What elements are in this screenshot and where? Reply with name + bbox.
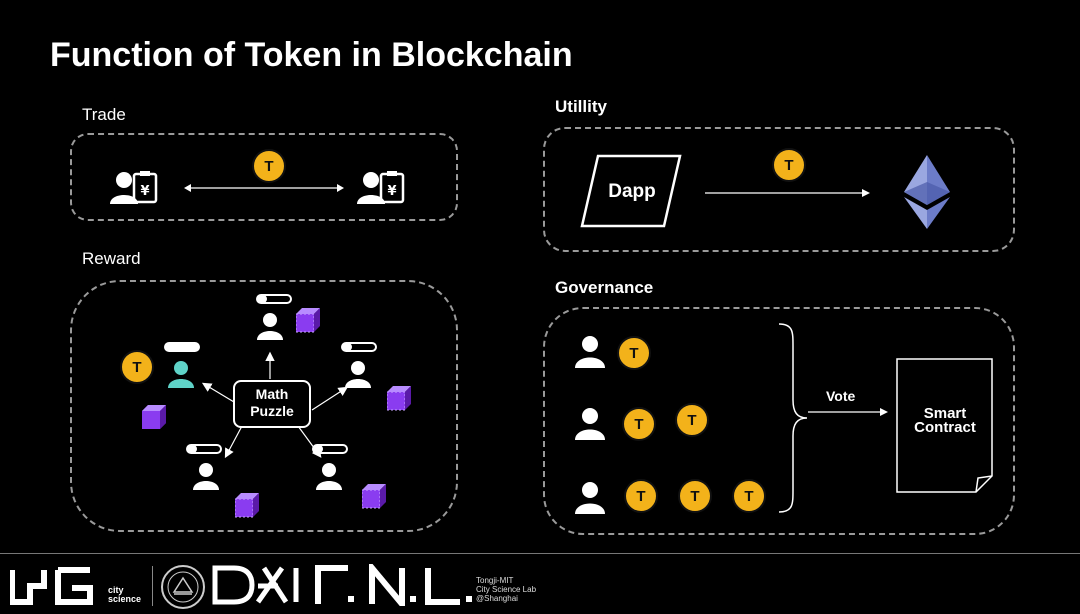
vote-label: Vote bbox=[826, 388, 856, 404]
math-puzzle-box: Math Puzzle bbox=[233, 380, 311, 428]
block-cube-icon bbox=[142, 405, 166, 429]
vote-token-icon: T bbox=[622, 407, 656, 441]
fnl-logo bbox=[315, 564, 472, 606]
governance-label: Governance bbox=[555, 278, 654, 297]
ethereum-icon bbox=[904, 155, 950, 229]
vote-token-icon: T bbox=[624, 479, 658, 513]
lab-name-text: Tongji-MIT City Science Lab @Shanghai bbox=[476, 576, 536, 603]
reward-box bbox=[70, 280, 458, 532]
math-puzzle-line1: Math bbox=[255, 386, 289, 402]
utility-token-icon: T bbox=[772, 148, 806, 182]
winning-miner-icon bbox=[164, 342, 200, 388]
vote-token-icon: T bbox=[617, 336, 651, 370]
smart-contract-label: Smart Contract bbox=[896, 405, 994, 436]
governance-brace bbox=[778, 323, 808, 513]
math-puzzle-line2: Puzzle bbox=[250, 403, 294, 419]
trade-box bbox=[70, 133, 458, 221]
miner-user-icon bbox=[256, 294, 292, 340]
dapp-shape bbox=[580, 154, 682, 228]
block-cube-icon bbox=[387, 386, 411, 411]
block-cube-icon bbox=[362, 484, 386, 509]
trade-double-arrow bbox=[184, 184, 344, 192]
vote-token-icon: T bbox=[732, 479, 766, 513]
footer-separator bbox=[152, 566, 153, 606]
miner-user-icon bbox=[341, 342, 377, 388]
smart-contract-document-icon bbox=[896, 358, 993, 493]
block-cube-icon bbox=[296, 308, 320, 333]
city-line: city bbox=[108, 585, 124, 595]
svg-text:¥: ¥ bbox=[387, 184, 396, 199]
vote-token-icon: T bbox=[678, 479, 712, 513]
voter-user-icon bbox=[575, 408, 605, 440]
lab-line3: @Shanghai bbox=[476, 594, 518, 603]
lab-logo-mark bbox=[10, 567, 93, 605]
utility-box bbox=[543, 127, 1015, 252]
dapp-label: Dapp bbox=[608, 181, 656, 202]
voter-user-icon bbox=[575, 336, 605, 368]
university-seal-icon bbox=[161, 565, 205, 609]
block-cube-icon bbox=[235, 493, 259, 518]
smart-contract-line2: Contract bbox=[914, 419, 976, 436]
trader-left-icon: ¥ bbox=[110, 171, 158, 204]
trade-token-icon: T bbox=[252, 149, 286, 183]
utility-label: Utillity bbox=[555, 97, 607, 116]
science-line: science bbox=[108, 594, 142, 604]
lab-line2: City Science Lab bbox=[476, 585, 537, 594]
trader-right-icon: ¥ bbox=[357, 171, 405, 204]
page-title: Function of Token in Blockchain bbox=[50, 36, 573, 74]
reward-label: Reward bbox=[82, 249, 141, 268]
reward-token-icon: T bbox=[120, 350, 154, 384]
voter-user-icon bbox=[575, 482, 605, 514]
vote-token-icon: T bbox=[675, 403, 709, 437]
smart-contract-line1: Smart bbox=[923, 405, 967, 422]
miner-user-icon bbox=[186, 444, 222, 490]
miner-user-icon bbox=[312, 444, 348, 490]
city-science-text: city science bbox=[108, 586, 141, 604]
lab-line1: Tongji-MIT bbox=[476, 576, 514, 585]
trade-label: Trade bbox=[82, 105, 126, 124]
governance-box bbox=[543, 307, 1015, 535]
dai-logo bbox=[212, 565, 299, 605]
utility-arrow bbox=[705, 189, 870, 197]
vote-arrow bbox=[808, 408, 888, 416]
footer-divider bbox=[0, 553, 1080, 554]
svg-text:¥: ¥ bbox=[140, 184, 149, 199]
